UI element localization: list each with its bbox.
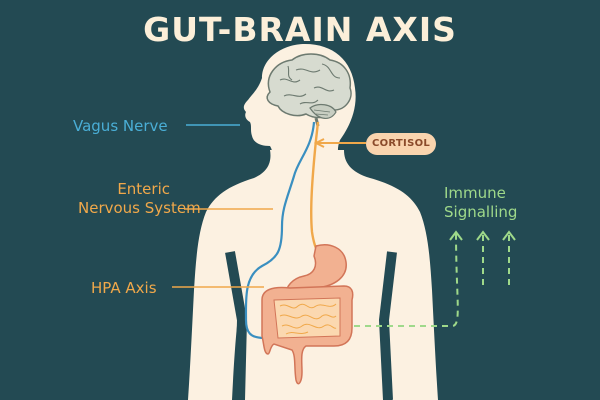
immune-label-line2: Signalling [444, 203, 518, 221]
cortisol-badge: CORTISOL [366, 133, 436, 155]
brain-icon [266, 53, 352, 127]
enteric-label-line2: Nervous System [78, 199, 201, 217]
left-arm-gap [225, 251, 248, 400]
hpa-axis-label: HPA Axis [91, 279, 157, 297]
enteric-nervous-system-label: Enteric Nervous System [78, 180, 201, 218]
page-title: GUT-BRAIN AXIS [143, 10, 457, 49]
immune-label-line1: Immune [444, 184, 506, 202]
intestines-icon [261, 285, 354, 385]
vagus-nerve-label: Vagus Nerve [73, 117, 168, 135]
right-arm-gap [378, 251, 397, 400]
vagus-nerve-line [244, 121, 316, 340]
immune-signalling-label: Immune Signalling [444, 184, 517, 222]
immune-signal-arrows [354, 230, 516, 327]
cortisol-arrow [313, 138, 366, 148]
enteric-label-line1: Enteric [117, 180, 170, 198]
